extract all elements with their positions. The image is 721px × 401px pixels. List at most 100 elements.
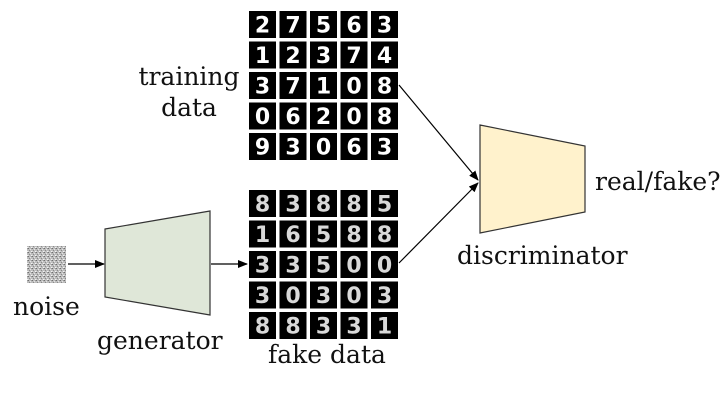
fake-digit: 0 <box>346 284 361 309</box>
fake-tile <box>310 190 337 217</box>
training-tile <box>310 102 337 130</box>
training-digit: 0 <box>346 75 361 100</box>
fake-digit: 3 <box>285 254 300 279</box>
training-digit: 1 <box>255 44 270 69</box>
fake-tile <box>279 220 307 248</box>
training-tile <box>279 102 307 130</box>
training-tile <box>371 11 398 38</box>
fake-digit: 8 <box>346 223 361 248</box>
fake-tile <box>279 251 307 278</box>
fake-data-label: fake data <box>268 340 386 369</box>
training-label-line1: training <box>138 62 240 91</box>
training-tile <box>371 133 398 160</box>
fake-tile <box>340 281 368 309</box>
training-digit: 6 <box>285 105 300 130</box>
fake-digit: 3 <box>255 284 270 309</box>
fake-digit: 1 <box>255 223 270 248</box>
training-tile <box>249 102 276 130</box>
fake-digit: 8 <box>377 223 392 248</box>
fake-tile <box>310 251 337 278</box>
training-tile <box>279 133 307 160</box>
training-tile <box>340 41 368 69</box>
fake-tile <box>371 220 398 248</box>
training-digit: 2 <box>316 105 331 130</box>
fake-tile <box>279 190 307 217</box>
fake-tile <box>340 251 368 278</box>
discriminator-label: discriminator <box>457 241 628 270</box>
training-digit: 0 <box>316 136 331 161</box>
training-tile <box>279 72 307 99</box>
fake-digit: 3 <box>377 284 392 309</box>
training-tile <box>279 11 307 38</box>
fake-digit: 3 <box>316 284 331 309</box>
training-tile <box>249 133 276 160</box>
training-digit: 5 <box>316 14 331 39</box>
training-digit: 1 <box>316 75 331 100</box>
fake-to-discriminator-arrow <box>398 182 479 264</box>
training-tile <box>310 72 337 99</box>
training-tile <box>249 11 276 38</box>
training-digit: 9 <box>255 136 270 161</box>
real-fake-label: real/fake? <box>595 167 721 196</box>
fake-tile <box>310 220 337 248</box>
training-digit: 2 <box>285 44 300 69</box>
fake-tile <box>249 220 276 248</box>
training-digit: 4 <box>377 44 392 69</box>
fake-tile <box>279 312 307 339</box>
fake-digit: 5 <box>316 254 331 279</box>
training-tile <box>279 41 307 69</box>
training-digit: 3 <box>377 14 392 39</box>
discriminator-block <box>479 124 586 234</box>
training-digit: 3 <box>255 75 270 100</box>
training-digit: 6 <box>346 136 361 161</box>
fake-digit: 8 <box>346 193 361 218</box>
training-tile <box>340 133 368 160</box>
fake-digit: 1 <box>377 315 392 340</box>
fake-digit: 6 <box>285 223 300 248</box>
training-digit: 8 <box>377 75 392 100</box>
fake-digit: 3 <box>285 193 300 218</box>
training-digit: 8 <box>377 105 392 130</box>
training-tile <box>340 72 368 99</box>
training-digit: 0 <box>255 105 270 130</box>
training-tile <box>310 41 337 69</box>
fake-digit: 5 <box>316 223 331 248</box>
training-tile <box>310 11 337 38</box>
training-label-line2: data <box>161 93 217 122</box>
generator-label: generator <box>97 326 223 355</box>
fake-tile <box>249 312 276 339</box>
fake-digit: 0 <box>377 254 392 279</box>
training-tile <box>371 102 398 130</box>
fake-tile <box>249 251 276 278</box>
training-tile <box>249 72 276 99</box>
training-digit: 6 <box>346 14 361 39</box>
fake-digit: 0 <box>346 254 361 279</box>
fake-tile <box>249 190 276 217</box>
training-digit: 7 <box>285 14 300 39</box>
training-digit: 2 <box>255 14 270 39</box>
training-tile <box>371 72 398 99</box>
fake-tile <box>371 190 398 217</box>
training-data-label: training data <box>130 64 248 120</box>
noise-label: noise <box>13 292 80 321</box>
training-tile <box>310 133 337 160</box>
fake-tile <box>340 220 368 248</box>
fake-digit: 8 <box>255 193 270 218</box>
training-digit: 7 <box>346 44 361 69</box>
fake-tile <box>371 281 398 309</box>
training-to-discriminator-arrow <box>398 84 479 181</box>
training-tile <box>249 41 276 69</box>
fake-tile <box>371 312 398 339</box>
training-digit: 3 <box>316 44 331 69</box>
fake-tile <box>279 281 307 309</box>
noise-image <box>27 246 66 283</box>
training-digit: 3 <box>377 136 392 161</box>
fake-tile <box>249 281 276 309</box>
fake-digit: 8 <box>316 193 331 218</box>
fake-tile <box>310 312 337 339</box>
fake-tile <box>340 312 368 339</box>
